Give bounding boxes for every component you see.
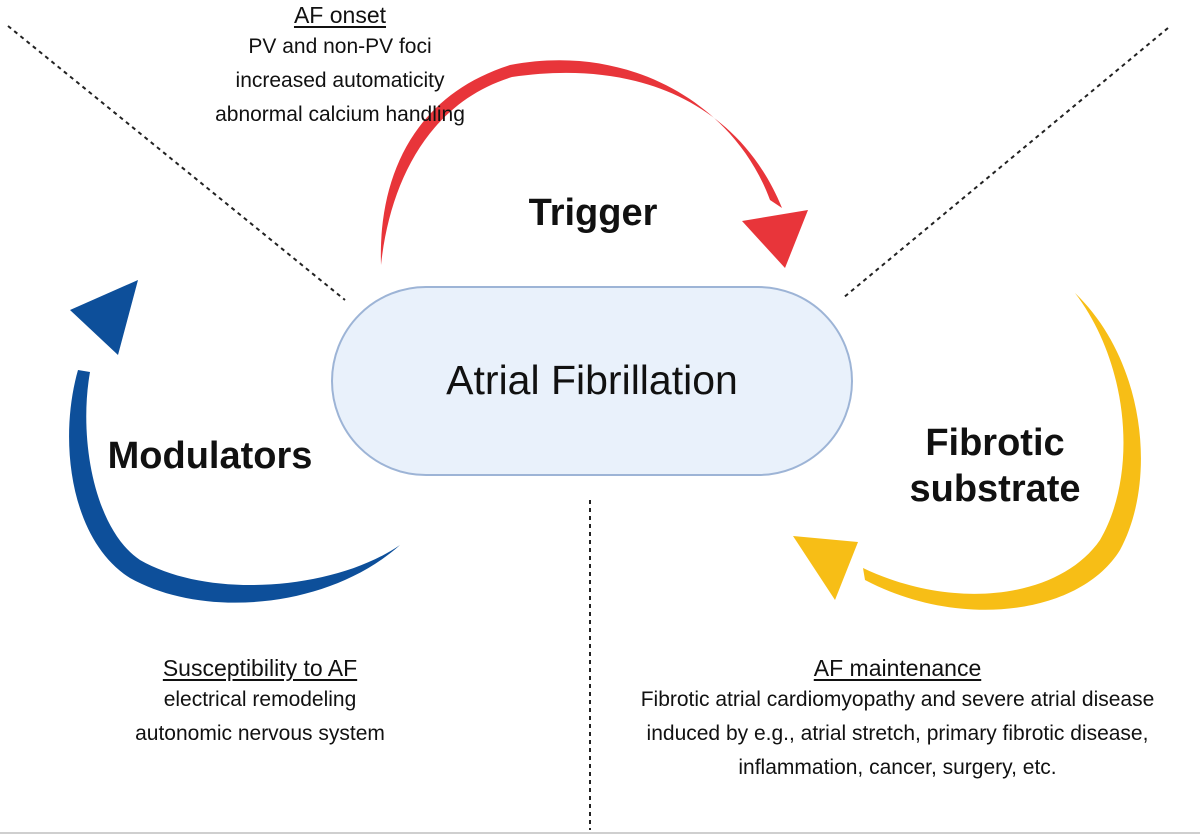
substrate-label: Fibrotic substrate [880,420,1110,512]
trigger-line-2: increased automaticity [235,69,445,92]
trigger-arrow [380,60,808,268]
modulators-label: Modulators [107,435,313,477]
trigger-heading: AF onset [293,2,387,28]
trigger-info: AF onset PV and non-PV foci increased au… [120,0,560,132]
trigger-arrow-head [742,210,808,268]
modulators-heading: Susceptibility to AF [162,655,358,681]
center-label: Atrial Fibrillation [446,357,738,403]
substrate-arrow [793,293,1141,610]
trigger-line-3: abnormal calcium handling [215,103,465,126]
substrate-arrow-head [793,536,858,600]
divider-upper-right [842,27,1169,299]
substrate-info: AF maintenance Fibrotic atrial cardiomyo… [595,653,1200,785]
modulators-info: Susceptibility to AF electrical remodeli… [70,653,450,751]
substrate-label-line-1: Fibrotic [925,422,1065,464]
substrate-label-line-2: substrate [909,468,1081,510]
substrate-line-1: Fibrotic atrial cardiomyopathy and sever… [640,688,1155,711]
modulators-line-2: autonomic nervous system [135,722,385,745]
trigger-label: Trigger [528,192,658,234]
substrate-heading: AF maintenance [813,655,982,681]
substrate-line-3: inflammation, cancer, surgery, etc. [738,756,1057,779]
center-box [331,286,853,476]
modulators-arrow [69,280,400,603]
substrate-line-2: induced by e.g., atrial stretch, primary… [646,722,1149,745]
modulators-line-1: electrical remodeling [163,688,357,711]
trigger-line-1: PV and non-PV foci [248,35,432,58]
divider-upper-left [7,25,346,301]
modulators-arrow-head [70,280,138,355]
